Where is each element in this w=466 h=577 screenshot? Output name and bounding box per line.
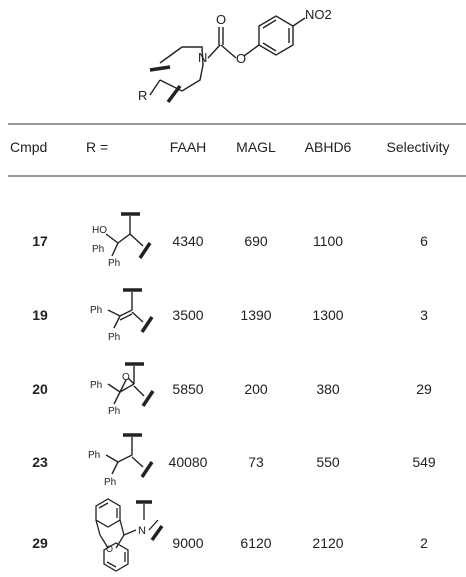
abhd6-value: 380 <box>316 381 340 397</box>
faah-value: 4340 <box>172 233 203 249</box>
col-header-magl: MAGL <box>236 139 276 155</box>
cmpd-id: 20 <box>32 381 48 397</box>
abhd6-value: 1300 <box>312 307 343 323</box>
abhd6-value: 1100 <box>313 233 343 249</box>
r-group-structure: N O <box>95 498 164 572</box>
cmpd-id: 19 <box>32 307 48 323</box>
magl-value: 6120 <box>240 535 271 551</box>
r-group-structure: Ph O Ph <box>90 362 155 417</box>
table-row: 29 <box>32 498 428 572</box>
attachment-bar-bottom <box>166 84 182 104</box>
r-label-a: N <box>138 525 146 537</box>
abhd6-value: 2120 <box>312 535 343 551</box>
cmpd-id: 17 <box>32 233 48 249</box>
r-label-a: Ph <box>90 305 102 316</box>
table-row: 19 Ph Ph 3500 1390 1300 3 <box>32 288 428 343</box>
r-label-a: HO <box>92 225 107 236</box>
benzene-ring <box>258 15 294 56</box>
attachment-bar-top <box>149 65 171 72</box>
r-label-c: Ph <box>108 258 120 269</box>
benzene-inner-bond-1 <box>262 19 277 29</box>
r-group-structure: HO Ph Ph <box>92 212 152 269</box>
table-row: 20 Ph O Ph 5850 200 380 29 <box>32 362 432 417</box>
magl-value: 1390 <box>240 307 271 323</box>
scaffold-structure <box>149 15 306 104</box>
table-header: Cmpd R = FAAH MAGL ABHD6 Selectivity <box>10 139 450 155</box>
ring-nitrogen-label: N <box>198 50 207 65</box>
selectivity-value: 549 <box>412 454 436 470</box>
r-group-structure: Ph Ph <box>88 433 154 488</box>
r-label-a: Ph <box>90 380 102 391</box>
col-header-r: R = <box>86 139 108 155</box>
r-group-structure: Ph Ph <box>90 288 154 343</box>
selectivity-value: 29 <box>416 381 432 397</box>
o-phenyl-bond <box>243 44 260 57</box>
r-label-b: O <box>122 372 130 383</box>
col-header-selectivity: Selectivity <box>386 139 449 155</box>
r-label-b: Ph <box>104 477 116 488</box>
ester-bond <box>220 44 237 59</box>
r-label-b: Ph <box>92 244 104 255</box>
table-row: 23 Ph Ph 40080 73 550 549 <box>32 433 436 488</box>
magl-value: 200 <box>244 381 268 397</box>
cmpd-id: 23 <box>32 454 48 470</box>
carbonyl-oxygen-label: O <box>216 12 226 27</box>
r-label-b: Ph <box>108 332 120 343</box>
table-row: 17 HO Ph Ph 4340 690 1100 6 <box>32 212 428 269</box>
faah-value: 5850 <box>172 381 203 397</box>
col-header-cmpd: Cmpd <box>10 139 47 155</box>
r-label-c: Ph <box>108 406 120 417</box>
nitro-group-label: NO2 <box>305 7 332 22</box>
faah-value: 9000 <box>172 535 203 551</box>
substituent-label: R <box>138 88 147 103</box>
col-header-faah: FAAH <box>170 139 207 155</box>
faah-value: 3500 <box>172 307 203 323</box>
r-bond <box>149 79 161 96</box>
ester-oxygen-label: O <box>236 51 246 66</box>
selectivity-value: 6 <box>420 233 428 249</box>
scaffold-labels: N O O NO2 R <box>138 7 332 103</box>
col-header-abhd6: ABHD6 <box>305 139 352 155</box>
faah-value: 40080 <box>169 454 208 470</box>
nitro-bond <box>292 17 306 27</box>
magl-value: 690 <box>244 233 268 249</box>
r-label-a: Ph <box>88 450 100 461</box>
magl-value: 73 <box>248 454 264 470</box>
cmpd-id: 29 <box>32 535 48 551</box>
r-label-b: O <box>106 544 113 554</box>
selectivity-value: 2 <box>420 535 428 551</box>
abhd6-value: 550 <box>316 454 340 470</box>
n-carbonyl-bond <box>207 44 221 59</box>
selectivity-value: 3 <box>420 307 428 323</box>
benzene-inner-bond-3 <box>262 42 277 52</box>
ring-bond-upper-left <box>159 46 183 64</box>
